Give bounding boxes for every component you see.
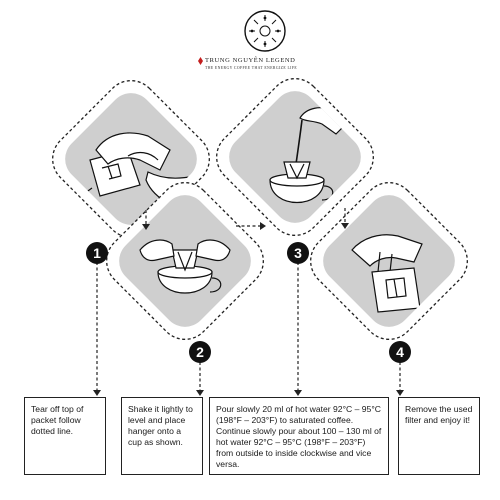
step-3-badge: 3 <box>287 242 309 264</box>
step-2-text: Shake it lightly to level and place hang… <box>121 397 203 475</box>
hang-on-cup-illustration <box>139 239 231 294</box>
flow-arrowheads <box>93 222 404 396</box>
step-2-badge: 2 <box>189 341 211 363</box>
step-4-badge: 4 <box>389 341 411 363</box>
step-1-text: Tear off top of packet follow dotted lin… <box>24 397 106 475</box>
brand-logo <box>244 10 286 52</box>
step-1-tile <box>52 80 210 238</box>
brand-name: TRUNG NGUYÊN LEGEND <box>205 57 296 64</box>
step-1-badge: 1 <box>86 242 108 264</box>
brand-mark-icon <box>198 57 203 65</box>
flow-connectors <box>96 208 401 392</box>
brand-tagline: THE ENERGY COFFEE THAT ENERGIZE LIFE <box>205 66 298 70</box>
remove-filter-illustration <box>351 234 423 313</box>
step-3-tile <box>216 78 374 236</box>
step-4-tile <box>310 182 468 340</box>
step-4-text: Remove the used filter and enjoy it! <box>398 397 480 475</box>
step-3-text: Pour slowly 20 ml of hot water 92°C – 95… <box>209 397 389 475</box>
